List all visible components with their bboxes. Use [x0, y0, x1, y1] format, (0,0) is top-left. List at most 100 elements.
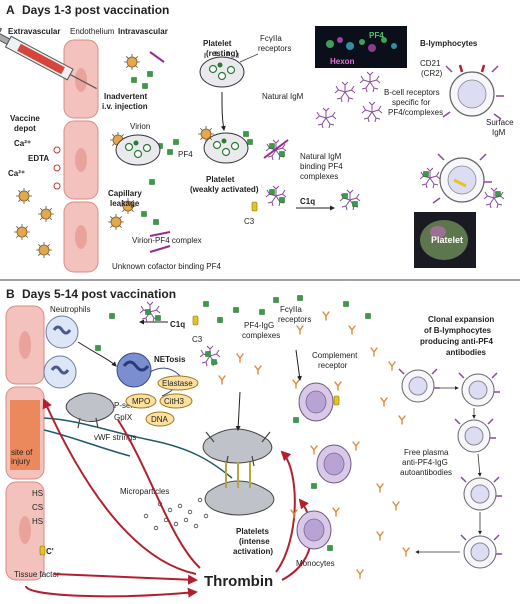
b-cell-clone-2	[458, 372, 500, 407]
label-clonal-3: producing anti-PF4	[420, 337, 493, 346]
endothelium-column-a	[63, 39, 99, 273]
b-cell-clone-5	[460, 534, 502, 569]
label-platelets-3: activation)	[233, 547, 273, 556]
label-igm-binding-3: complexes	[300, 172, 338, 181]
label-monocytes: Monocytes	[296, 559, 335, 568]
label-bcr-2: specific for	[392, 98, 431, 107]
label-complement-1: Complement	[312, 351, 358, 360]
label-clonal-2: of B-lymphocytes	[424, 326, 492, 335]
label-igm-binding-1: Natural IgM	[300, 152, 342, 161]
label-bcr-3: PF4/complexes	[388, 108, 443, 117]
label-cd21-2: (CR2)	[421, 69, 443, 78]
platelet-intense-2	[204, 480, 275, 516]
net-components	[125, 375, 199, 427]
label-c1q-b: C1q	[170, 320, 185, 329]
ion-cluster	[53, 146, 61, 190]
label-dna: DNA	[151, 415, 169, 424]
microscopy-pf4-hexon: PF4 Hexon	[315, 26, 407, 68]
label-pf4igg-1: PF4-IgG	[244, 321, 274, 330]
label-hs-1: HS	[32, 489, 43, 498]
igm-cluster	[315, 71, 383, 129]
label-virion: Virion	[130, 122, 150, 131]
intravascular-particles	[107, 51, 179, 253]
b-cell-a	[442, 64, 504, 120]
monocyte-decor	[290, 379, 360, 551]
label-free-2: anti-PF4-IgG	[402, 458, 448, 467]
thrombin-arrows	[25, 398, 313, 598]
label-micro-platelet: Platelet	[431, 235, 463, 245]
monocyte-2	[316, 444, 352, 484]
label-fcgr-2: receptors	[258, 44, 291, 53]
igm-pf4-complex	[263, 139, 289, 161]
label-surface-1: Surface	[486, 118, 514, 127]
panel-a-letter: A	[6, 3, 15, 17]
label-pf4: PF4	[178, 150, 193, 159]
monocyte-3	[296, 510, 332, 550]
label-platelet-weak-2: (weakly activated)	[190, 185, 259, 194]
label-elastase: Elastase	[162, 379, 193, 388]
label-c3-b: C3	[192, 335, 203, 344]
label-b-lymphocytes: B-lymphocytes	[420, 39, 478, 48]
virions-extravascular	[13, 187, 55, 259]
label-ca-1: Ca²⁺	[14, 139, 31, 148]
b-cell-clone-3	[454, 418, 496, 453]
netosis-cell	[116, 352, 183, 397]
label-platelets-1: Platelets	[236, 527, 269, 536]
clonal-arrows	[415, 386, 482, 554]
label-site-1: site of	[11, 448, 33, 457]
syringe	[0, 26, 97, 90]
label-leakage: leakage	[110, 199, 140, 208]
b-cell-clone-1	[398, 368, 440, 403]
complement-complex-a	[251, 185, 361, 212]
endothelium-column-b	[5, 305, 45, 581]
micrograph-platelet: Platelet	[414, 212, 476, 268]
panel-b-title: Days 5-14 post vaccination	[22, 287, 176, 301]
label-thrombin: Thrombin	[204, 573, 273, 590]
label-c-prime: C'	[46, 547, 54, 556]
label-vaccine: Vaccine	[10, 114, 40, 123]
label-vwf: vWF strings	[94, 433, 136, 442]
label-netosis: NETosis	[154, 355, 186, 364]
label-iv-injection: i.v. injection	[102, 102, 148, 111]
panel-a: A Days 1-3 post vaccination Extravascula…	[0, 3, 514, 273]
b-cell-clone-4	[460, 476, 502, 511]
label-complement-2: receptor	[318, 361, 348, 370]
label-platelet-weak-1: Platelet	[206, 175, 235, 184]
label-extravascular: Extravascular	[8, 27, 60, 36]
label-site-2: injury	[11, 457, 30, 466]
label-tissue-factor: Tissue factor	[14, 570, 60, 579]
label-surface-2: IgM	[492, 128, 506, 137]
label-micro-hexon: Hexon	[330, 57, 355, 66]
platelet-weakly-activated	[197, 125, 253, 164]
label-ca-2: Ca²⁺	[8, 169, 25, 178]
label-platelet-resting-1: Platelet	[203, 39, 232, 48]
free-antibodies	[273, 295, 410, 579]
pf4-complex-b1	[139, 301, 161, 323]
label-c3-a: C3	[244, 217, 255, 226]
label-free-1: Free plasma	[404, 448, 449, 457]
panel-b-letter: B	[6, 287, 15, 301]
label-natural-igm: Natural IgM	[262, 92, 304, 101]
label-endothelium: Endothelium	[70, 27, 115, 36]
b-cell-a-bound	[419, 153, 505, 209]
label-cith3: CitH3	[164, 397, 185, 406]
label-fcgr-b-1: FcγIIa	[280, 305, 302, 314]
monocyte-1	[298, 382, 334, 422]
label-igm-binding-2: binding PF4	[300, 162, 343, 171]
label-cd21-1: CD21	[420, 59, 441, 68]
label-capillary: Capillary	[108, 189, 142, 198]
platelet-resting	[199, 51, 245, 88]
label-hs-2: HS	[32, 517, 43, 526]
label-unknown-cofactor: Unknown cofactor binding PF4	[112, 262, 222, 271]
label-bcr-1: B-cell receptors	[384, 88, 440, 97]
platelet-left	[115, 134, 161, 166]
label-microparticles: Microparticles	[120, 487, 169, 496]
label-clonal-4: antibodies	[446, 348, 487, 357]
label-clonal-1: Clonal expansion	[428, 315, 494, 324]
label-platelets-2: (intense	[239, 537, 270, 546]
neutrophil-2	[43, 355, 77, 389]
label-pf4igg-2: complexes	[242, 331, 280, 340]
microparticles	[143, 497, 209, 531]
label-edta: EDTA	[28, 154, 49, 163]
